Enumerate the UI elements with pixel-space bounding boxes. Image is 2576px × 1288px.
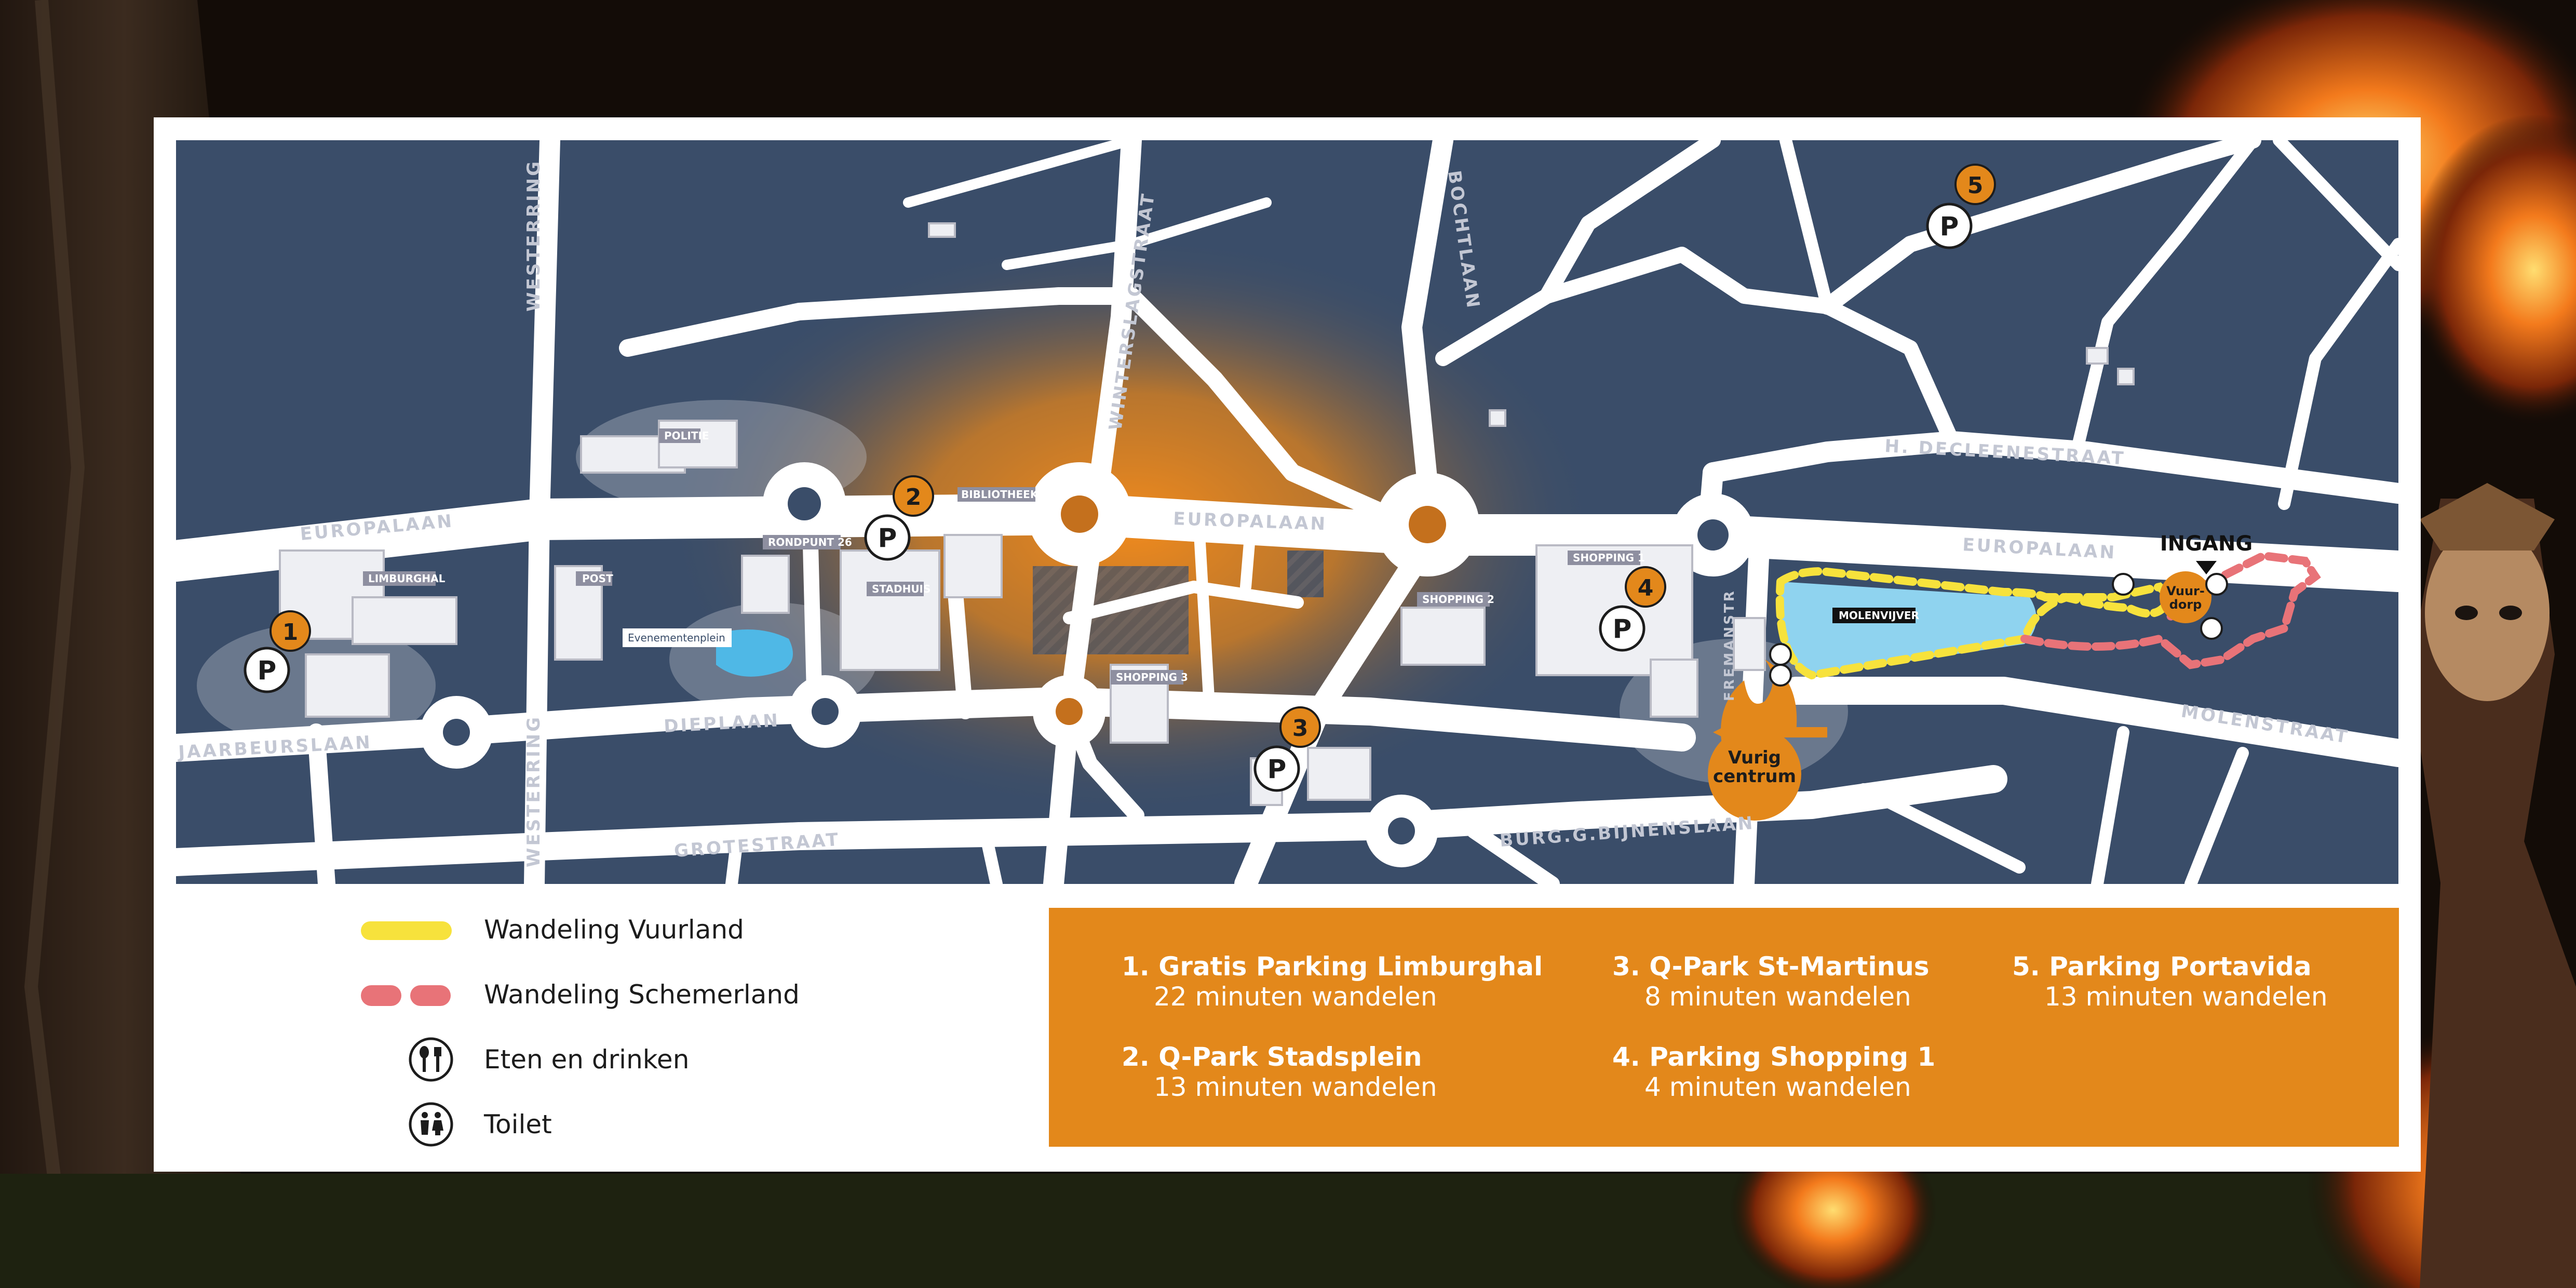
- parking-walk: 8 minuten wandelen: [1644, 982, 1911, 1012]
- parking-symbol: P: [258, 655, 277, 686]
- place-tag-bg: [763, 535, 841, 549]
- route-schemerland: [2020, 551, 2321, 669]
- place-evenementenplein: Evenementenplein: [628, 632, 725, 644]
- parking-marker-4[interactable]: P 4: [1599, 566, 1666, 652]
- place-tag-bg: [867, 582, 924, 596]
- place-tag-bg: [1832, 608, 1916, 623]
- legend: Wandeling Vuurland Wandeling Schemerland…: [332, 904, 1007, 1163]
- parking-title: 5. Parking Portavida: [2012, 951, 2312, 982]
- toilet-icon: [332, 1098, 462, 1150]
- parking-info-1: 1. Gratis Parking Limburghal 22 minuten …: [1122, 951, 1543, 1012]
- place-tag-bg: [1111, 670, 1183, 685]
- parking-number: 2: [906, 484, 922, 511]
- place-molenvijver: MOLENVIJVER: [1839, 609, 1919, 622]
- evenementenplein-water: [716, 629, 793, 677]
- parking-symbol: P: [1613, 614, 1632, 644]
- molenvijver-water: [1781, 582, 2036, 675]
- place-shopping3: SHOPPING 3: [1116, 671, 1188, 683]
- place-shopping1: SHOPPING 1: [1573, 552, 1645, 564]
- place-stadhuis: STADHUIS: [872, 583, 930, 595]
- parking-title: 2. Q-Park Stadsplein: [1122, 1042, 1422, 1072]
- place-post: POST: [582, 572, 613, 585]
- place-bibliotheek: BIBLIOTHEEK: [961, 488, 1039, 501]
- parking-info-4: 4. Parking Shopping 1 4 minuten wandelen: [1612, 1042, 1935, 1102]
- parking-title: 1. Gratis Parking Limburghal: [1122, 951, 1543, 982]
- parking-info-box: 1. Gratis Parking Limburghal 22 minuten …: [1049, 908, 2399, 1147]
- legend-label: Eten en drinken: [484, 1044, 690, 1075]
- parking-lot-hatched: [1287, 551, 1324, 597]
- vurig-centrum-flame: Vurig centrum: [1708, 660, 1801, 821]
- place-limburghal: LIMBURGHAL: [368, 572, 446, 585]
- legend-label: Toilet: [484, 1109, 552, 1139]
- parking-marker-5[interactable]: P 5: [1926, 164, 1996, 249]
- parking-title: 3. Q-Park St-Martinus: [1612, 951, 1930, 982]
- place-tag-bg: [1417, 592, 1490, 607]
- vuurdorp-line1: Vuur-: [2166, 584, 2205, 598]
- legend-item-toilet: Toilet: [332, 1098, 552, 1150]
- vuurdorp-line2: dorp: [2169, 597, 2202, 612]
- parking-title: 4. Parking Shopping 1: [1612, 1042, 1936, 1072]
- legend-label: Wandeling Schemerland: [484, 980, 800, 1010]
- parking-marker-1[interactable]: P 1: [244, 610, 311, 693]
- street-label-westerring-south: WESTERRING: [523, 715, 544, 867]
- parking-number: 1: [282, 619, 299, 646]
- street-label-fremanstr: FREMANSTR: [1722, 589, 1737, 701]
- place-tag-bg: [1568, 551, 1640, 565]
- parking-number: 3: [1292, 715, 1309, 742]
- place-tag-bg: [576, 571, 612, 586]
- parking-walk: 13 minuten wandelen: [1154, 1072, 1437, 1102]
- vuurdorp-marker: Vuur- dorp: [2160, 571, 2211, 623]
- map-facility-icons: [1769, 573, 2228, 687]
- place-tag-bg: [623, 628, 732, 647]
- ingang-label: INGANG: [2160, 532, 2253, 556]
- fork-knife-icon: [332, 1034, 462, 1085]
- place-rondpunt: RONDPUNT 26: [768, 536, 852, 548]
- legend-item-schemerland: Wandeling Schemerland: [332, 969, 800, 1021]
- parking-walk: 22 minuten wandelen: [1154, 982, 1437, 1012]
- ingang-arrow-icon: [2196, 561, 2217, 574]
- place-tag-bg: [363, 571, 436, 586]
- yellow-route-icon: [332, 904, 462, 956]
- parking-marker-2[interactable]: P 2: [864, 475, 934, 561]
- parking-walk: 4 minuten wandelen: [1644, 1072, 1911, 1102]
- street-label-westerring-north: WESTERRING: [523, 159, 544, 312]
- red-route-icon: [332, 969, 462, 1021]
- parking-number: 4: [1638, 575, 1654, 601]
- parking-info-5: 5. Parking Portavida 13 minuten wandelen: [2012, 951, 2328, 1012]
- parking-markers[interactable]: P 1 P 2 P 3 P 4 P 5: [244, 164, 1996, 792]
- route-vuurland: [1775, 567, 2175, 680]
- parking-number: 5: [1967, 172, 1984, 199]
- legend-item-vuurland: Wandeling Vuurland: [332, 904, 744, 956]
- legend-label: Wandeling Vuurland: [484, 915, 744, 945]
- vurig-centrum-line1: Vurig: [1728, 747, 1781, 768]
- parking-walk: 13 minuten wandelen: [2044, 982, 2328, 1012]
- parking-symbol: P: [1267, 754, 1287, 784]
- parking-symbol: P: [878, 523, 897, 553]
- parking-marker-3[interactable]: P 3: [1253, 706, 1321, 792]
- place-politie: POLITIE: [664, 430, 709, 442]
- place-shopping2: SHOPPING 2: [1422, 593, 1494, 606]
- vurig-centrum-line2: centrum: [1713, 766, 1796, 787]
- legend-item-eten: Eten en drinken: [332, 1034, 689, 1085]
- parking-info-3: 3. Q-Park St-Martinus 8 minuten wandelen: [1612, 951, 1930, 1012]
- place-tag-bg: [659, 428, 700, 443]
- city-map[interactable]: Vurig centrum Vuur- dorp INGANG EUROPALA…: [176, 140, 2398, 884]
- parking-symbol: P: [1940, 211, 1959, 242]
- parking-info-2: 2. Q-Park Stadsplein 13 minuten wandelen: [1122, 1042, 1437, 1102]
- place-tag-bg: [957, 487, 1035, 502]
